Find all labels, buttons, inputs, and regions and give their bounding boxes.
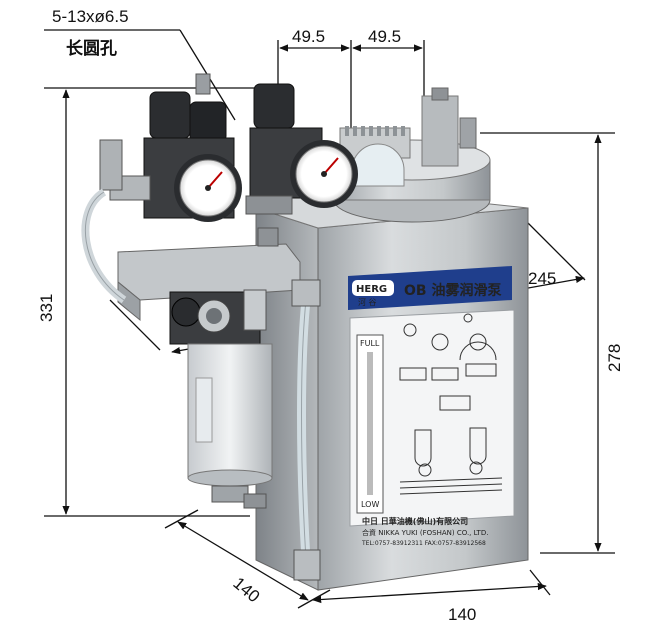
gauge-full-label: FULL xyxy=(360,339,380,348)
brand-logo xyxy=(352,280,394,296)
mounting-bracket xyxy=(117,227,301,322)
model-title: OB 油雾润滑泵 xyxy=(404,282,501,299)
air-filter xyxy=(169,289,267,345)
maker-line-1: 中日 日華油機(佛山)有限公司 xyxy=(362,516,468,526)
diagonal-label: 245 xyxy=(528,269,556,288)
filter-bowl xyxy=(187,343,273,509)
tube-fitting-top xyxy=(291,279,321,307)
slot-spec-label: 5-13xø6.5 xyxy=(52,7,129,26)
spacing-right-label: 49.5 xyxy=(368,27,401,46)
overall-height-label: 331 xyxy=(37,294,56,322)
dimension-lines xyxy=(44,29,615,609)
pump-body: HERG 河 谷 OB 油雾润滑泵 FULL LOW xyxy=(254,184,529,591)
vent-knob xyxy=(195,73,211,95)
panel-diagram xyxy=(399,313,503,495)
brand-logo-text: HERG xyxy=(356,284,387,295)
maker-line-2: 合資 NIKKA YUKI (FOSHAN) CO., LTD. xyxy=(362,528,488,537)
gauge-low-label: LOW xyxy=(361,500,379,509)
slot-type-label: 长圆孔 xyxy=(66,38,117,59)
pump-height-label: 278 xyxy=(605,344,624,372)
tube-fitting-bottom xyxy=(293,549,321,581)
pressure-gauge-right-icon xyxy=(290,140,358,208)
brand-cn-text: 河 谷 xyxy=(358,297,377,307)
sight-dome xyxy=(351,143,405,187)
pressure-gauge-left-icon xyxy=(174,154,242,222)
maker-line-3: TEL:0757-83912311 FAX:0757-83912568 xyxy=(361,540,486,547)
spacing-left-label: 49.5 xyxy=(292,27,325,46)
depth-label: 140 xyxy=(229,574,263,607)
model-banner xyxy=(348,266,512,310)
width-label: 140 xyxy=(448,605,476,624)
top-manifold xyxy=(333,87,491,223)
